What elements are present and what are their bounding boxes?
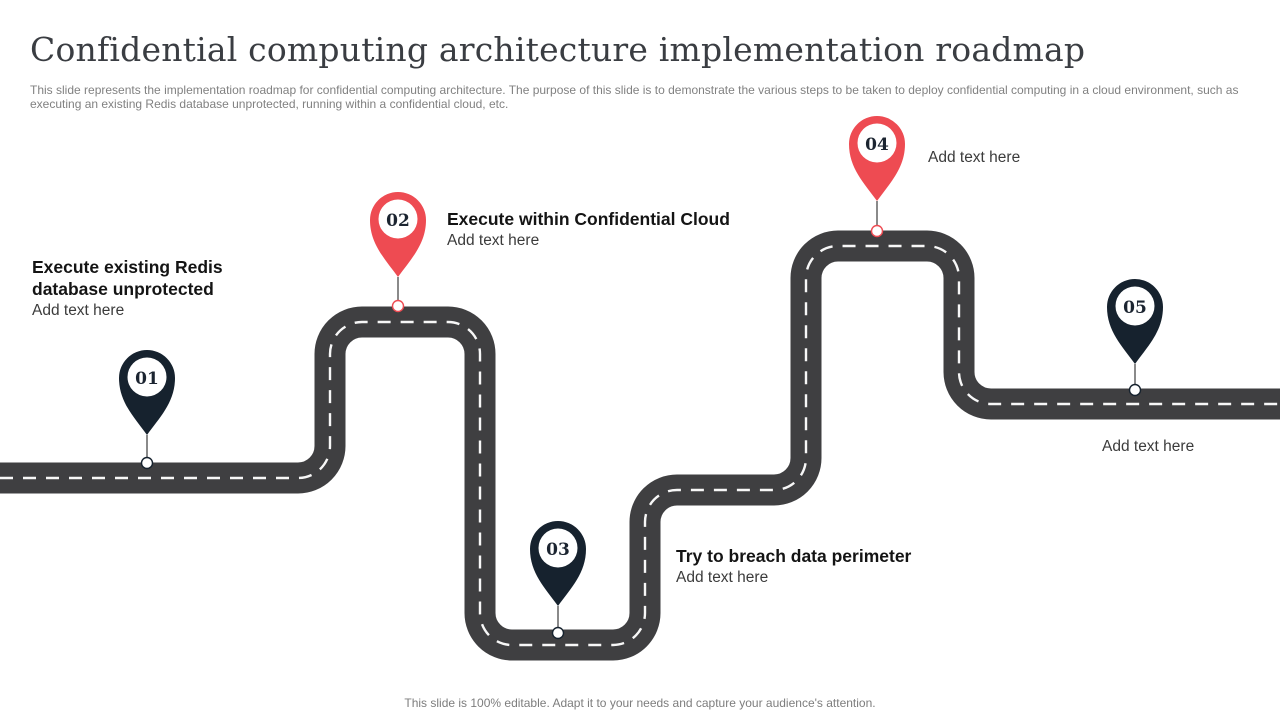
milestone-title: Try to breach data perimeter: [676, 546, 912, 566]
location-pin-icon: [1107, 279, 1163, 364]
road-anchor-dot: [551, 626, 565, 640]
milestone-label-05: Add text here: [1102, 436, 1280, 457]
location-pin-icon: [530, 521, 586, 606]
milestone-label-04: Add text here: [928, 147, 1128, 168]
milestone-title: Execute within Confidential Cloud: [447, 209, 730, 229]
milestone-title: Execute existing Redis database unprotec…: [32, 257, 223, 299]
page-title: Confidential computing architecture impl…: [30, 30, 1086, 69]
road-anchor-dot: [391, 299, 405, 313]
editable-note: This slide is 100% editable. Adapt it to…: [404, 696, 876, 710]
milestone-pin-02[interactable]: 02: [370, 192, 426, 313]
location-pin-icon: [370, 192, 426, 277]
add-text-placeholder[interactable]: Add text here: [32, 302, 125, 319]
pin-number: 03: [546, 540, 570, 560]
add-text-placeholder[interactable]: Add text here: [447, 232, 540, 249]
road-center-dashes: [0, 244, 1280, 647]
add-text-placeholder[interactable]: Add text here: [1102, 438, 1195, 455]
milestone-pin-01[interactable]: 01: [119, 350, 175, 470]
add-text-placeholder[interactable]: Add text here: [928, 149, 1021, 166]
pin-number: 01: [135, 369, 159, 389]
milestone-label-02: Execute within Confidential Cloud Add te…: [447, 208, 777, 251]
pin-number: 02: [386, 211, 410, 231]
location-pin-icon: [849, 116, 905, 201]
road-anchor-dot: [1128, 383, 1142, 397]
milestone-pin-04[interactable]: 04: [849, 116, 905, 238]
location-pin-icon: [119, 350, 175, 435]
pin-number: 05: [1123, 298, 1147, 318]
milestone-label-01: Execute existing Redis database unprotec…: [32, 256, 257, 321]
road-anchor-dot: [140, 456, 154, 470]
milestone-pin-03[interactable]: 03: [530, 521, 586, 640]
milestone-label-03: Try to breach data perimeter Add text he…: [676, 545, 976, 588]
milestone-pin-05[interactable]: 05: [1107, 279, 1163, 397]
road-anchor-dot: [870, 224, 884, 238]
add-text-placeholder[interactable]: Add text here: [676, 569, 769, 586]
slide-description: This slide represents the implementation…: [30, 83, 1239, 111]
pin-number: 04: [865, 135, 889, 155]
